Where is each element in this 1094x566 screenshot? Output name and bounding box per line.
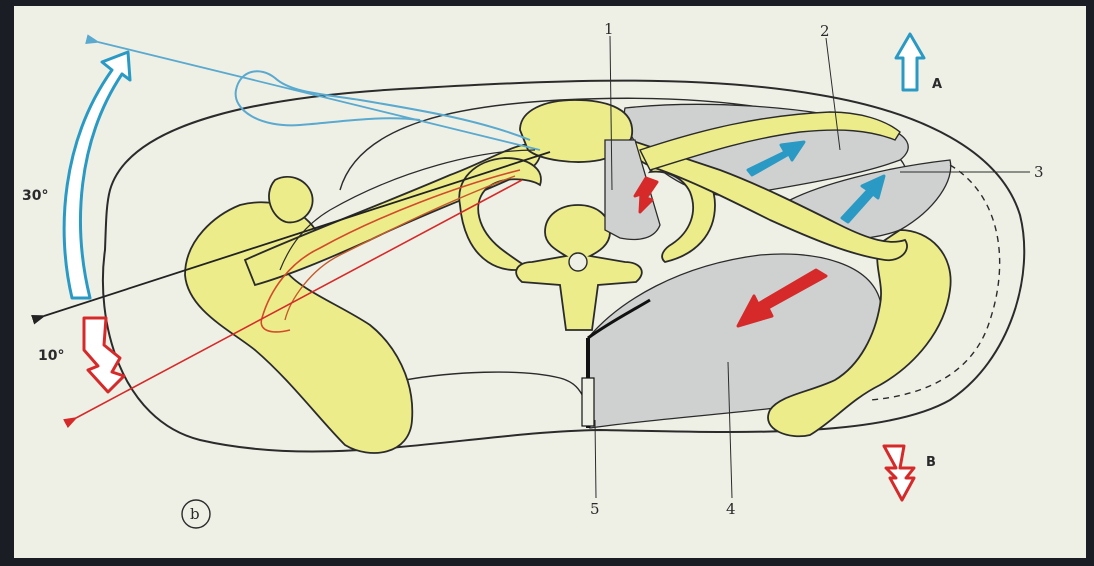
angle-10-label: 10° bbox=[38, 348, 64, 364]
callout-5: 5 bbox=[590, 500, 600, 518]
septum-block bbox=[582, 378, 594, 426]
panel-label: b bbox=[190, 505, 200, 523]
angle-30-label: 30° bbox=[22, 188, 48, 204]
callout-1: 1 bbox=[604, 20, 614, 38]
callout-4: 4 bbox=[726, 500, 736, 518]
direction-b-label: B bbox=[926, 455, 936, 470]
vertebral-foramen bbox=[569, 253, 587, 271]
left-coracoid bbox=[269, 177, 313, 223]
direction-a-label: A bbox=[932, 77, 942, 92]
callout-2: 2 bbox=[820, 22, 830, 40]
callout-3: 3 bbox=[1034, 163, 1044, 181]
